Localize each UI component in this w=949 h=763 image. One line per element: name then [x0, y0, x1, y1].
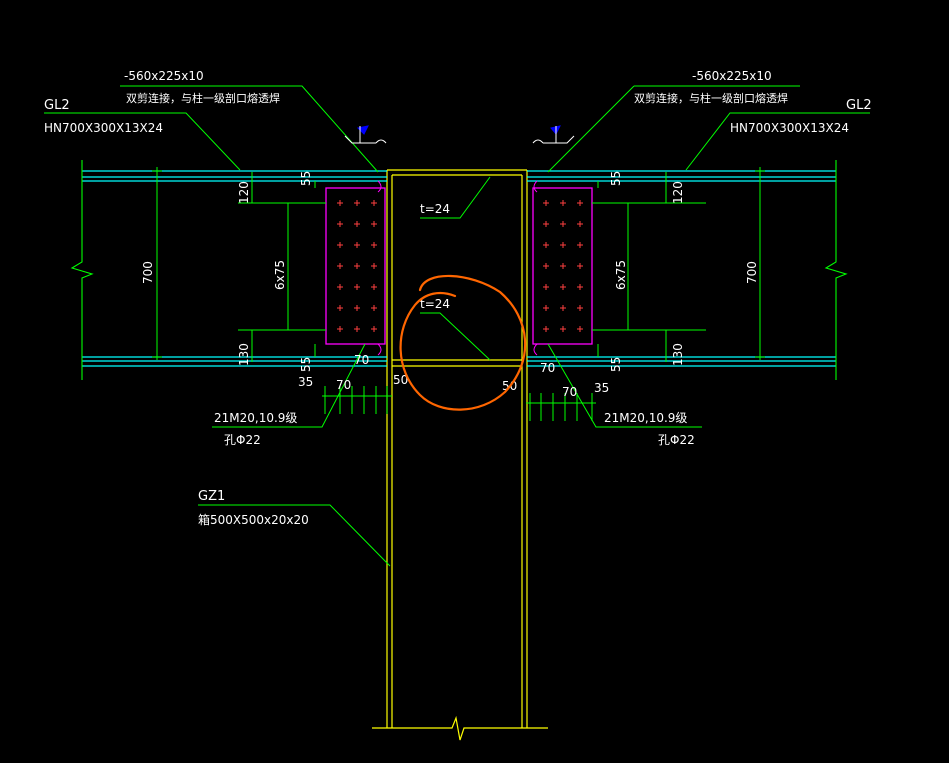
stiffener-bottom-thickness: t=24 [420, 297, 450, 311]
bolt-mark-right [577, 242, 583, 248]
left-bolt-hole: 孔Φ22 [224, 433, 261, 447]
bolt-mark-right [560, 263, 566, 269]
right-end-distance-dim: 35 [594, 381, 609, 395]
left-beam-tag: GL2 [44, 98, 70, 113]
bolt-mark-left [371, 326, 377, 332]
left-end-distance-dim: 35 [298, 375, 313, 389]
right-plate-inset-dim: 70 [540, 361, 555, 375]
bolt-mark-left [354, 305, 360, 311]
bolt-mark-right [560, 242, 566, 248]
bolt-mark-right [577, 305, 583, 311]
right-plate-bottom-gap-dim: 55 [609, 357, 623, 372]
leader-lines [44, 85, 870, 567]
dimension-lines [152, 167, 765, 421]
bolt-mark-left [354, 284, 360, 290]
right-top-edge-dim: 120 [671, 181, 685, 204]
left-top-edge-dim: 120 [237, 181, 251, 204]
bolt-mark-left [337, 221, 343, 227]
bolt-mark-left [371, 242, 377, 248]
bolt-group-left [337, 200, 377, 332]
bolt-mark-right [543, 221, 549, 227]
bolt-mark-right [560, 221, 566, 227]
bolt-mark-right [577, 263, 583, 269]
bolt-mark-right [543, 242, 549, 248]
bolt-mark-left [354, 200, 360, 206]
weld-symbol-right [532, 125, 575, 144]
bolt-mark-left [371, 284, 377, 290]
weld-symbol-left [344, 125, 387, 144]
beam-flanges [82, 170, 836, 367]
splice-plates [325, 187, 593, 345]
column-gz1 [372, 169, 548, 741]
left-plate-note: 双剪连接，与柱一级剖口熔透焊 [126, 91, 280, 105]
bolt-mark-right [577, 200, 583, 206]
left-beam-section: HN700X300X13X24 [44, 121, 163, 135]
left-beam-depth-dim: 700 [141, 261, 155, 284]
left-bolt-gauge-dim: 70 [336, 378, 351, 392]
right-plate-top-gap-dim: 55 [609, 171, 623, 186]
bolt-mark-left [354, 221, 360, 227]
left-bolt-pitch-dim: 6x75 [273, 260, 287, 290]
left-column-offset-dim: 50 [393, 373, 408, 387]
right-plate-spec: -560x225x10 [692, 69, 772, 83]
bolt-mark-left [337, 284, 343, 290]
right-bolt-gauge-dim: 70 [562, 385, 577, 399]
column-section: 箱500X500x20x20 [198, 512, 309, 527]
bolt-mark-left [371, 221, 377, 227]
right-beam-tag: GL2 [846, 98, 872, 113]
bolt-mark-left [371, 200, 377, 206]
left-plate-inset-dim: 70 [354, 353, 369, 367]
right-beam-section: HN700X300X13X24 [730, 121, 849, 135]
right-bolt-spec: 21M20,10.9级 [604, 411, 687, 425]
left-bottom-edge-dim: 130 [237, 343, 251, 366]
bolt-mark-left [337, 326, 343, 332]
bolt-mark-left [337, 200, 343, 206]
beam-break-lines [70, 160, 848, 380]
bolt-mark-right [543, 284, 549, 290]
right-beam-depth-dim: 700 [745, 261, 759, 284]
bolt-mark-right [543, 326, 549, 332]
bolt-mark-right [543, 263, 549, 269]
markup-circle [399, 274, 527, 411]
bolt-mark-left [371, 305, 377, 311]
bolt-mark-left [337, 242, 343, 248]
bolt-mark-right [577, 221, 583, 227]
bolt-mark-right [577, 326, 583, 332]
right-plate-note: 双剪连接，与柱一级剖口熔透焊 [634, 91, 788, 105]
stiffener-top-thickness: t=24 [420, 202, 450, 216]
bolt-mark-right [577, 284, 583, 290]
bolt-mark-left [337, 263, 343, 269]
left-plate-bottom-gap-dim: 55 [299, 357, 313, 372]
left-plate-spec: -560x225x10 [124, 69, 204, 83]
bolt-mark-left [354, 242, 360, 248]
column-tag: GZ1 [198, 489, 225, 504]
bolt-mark-right [560, 200, 566, 206]
bolt-mark-left [354, 263, 360, 269]
bolt-mark-right [560, 284, 566, 290]
bolt-group-right [543, 200, 583, 332]
bolt-mark-left [337, 305, 343, 311]
bolt-mark-left [354, 326, 360, 332]
bolt-mark-right [560, 326, 566, 332]
bolt-mark-right [543, 305, 549, 311]
left-bolt-spec: 21M20,10.9级 [214, 411, 297, 425]
left-plate-top-gap-dim: 55 [299, 171, 313, 186]
right-bolt-pitch-dim: 6x75 [614, 260, 628, 290]
right-bolt-hole: 孔Φ22 [658, 433, 695, 447]
weld-access-holes [377, 180, 538, 356]
bolt-mark-right [560, 305, 566, 311]
right-bottom-edge-dim: 130 [671, 343, 685, 366]
bolt-mark-left [371, 263, 377, 269]
bolt-mark-right [543, 200, 549, 206]
